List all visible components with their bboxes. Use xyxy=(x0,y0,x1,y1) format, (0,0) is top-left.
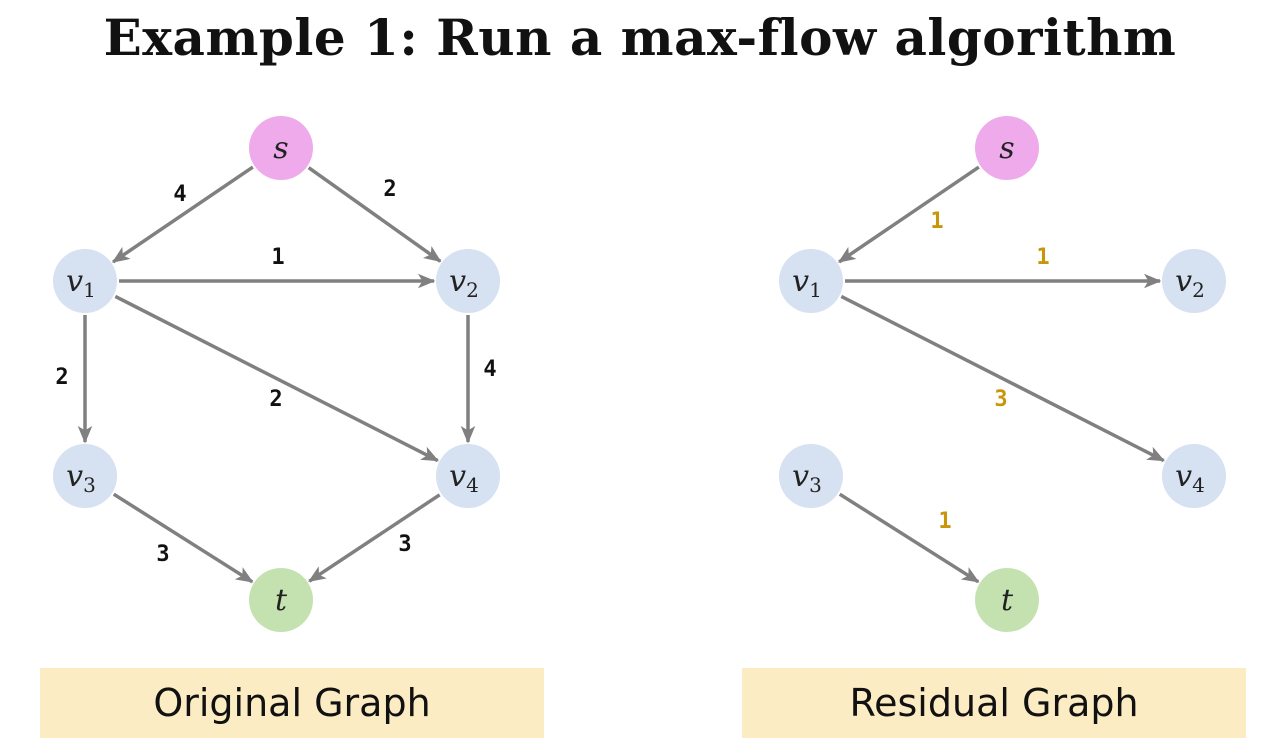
node-v1: v1 xyxy=(779,249,843,313)
svg-text:v2: v2 xyxy=(449,264,479,302)
svg-text:v3: v3 xyxy=(66,459,96,497)
edge-label-v1-v3: 2 xyxy=(55,365,68,390)
edge-label-s-v2: 2 xyxy=(383,177,396,202)
edge-label-v2-v4: 2 xyxy=(269,387,282,412)
edge-v3-t xyxy=(838,492,980,584)
svg-text:s: s xyxy=(999,131,1014,166)
edge-s-v2 xyxy=(307,166,442,263)
edge-label-v1-v4: 3 xyxy=(994,387,1007,412)
svg-text:v1: v1 xyxy=(66,264,96,302)
svg-text:v4: v4 xyxy=(449,459,479,497)
svg-text:v2: v2 xyxy=(1175,264,1205,302)
edge-label-v1-v4: 4 xyxy=(483,357,496,382)
node-v1: v1 xyxy=(53,249,117,313)
node-t: t xyxy=(975,568,1039,632)
svg-text:v4: v4 xyxy=(1175,459,1205,497)
node-v4: v4 xyxy=(436,444,500,508)
svg-text:t: t xyxy=(1001,583,1014,618)
edge-label-s-v1: 1 xyxy=(930,209,943,234)
edge-s-v1 xyxy=(111,165,254,264)
svg-text:s: s xyxy=(273,131,288,166)
edge-s-v1 xyxy=(837,165,980,264)
node-v4: v4 xyxy=(1162,444,1226,508)
edge-label-v1-v2: 1 xyxy=(1036,245,1049,270)
node-s: s xyxy=(249,116,313,180)
edge-v4-t xyxy=(308,493,441,583)
node-v2: v2 xyxy=(1162,249,1226,313)
node-v3: v3 xyxy=(53,444,117,508)
edge-label-v3-t: 3 xyxy=(156,542,169,567)
edge-label-s-v1: 4 xyxy=(173,182,186,207)
edge-v1-v4 xyxy=(840,294,1166,463)
edge-v3-t xyxy=(112,492,254,584)
node-v3: v3 xyxy=(779,444,843,508)
residual-graph: 1 1 3 1 s v1 v2 v3 v4 t xyxy=(779,116,1226,632)
svg-text:v3: v3 xyxy=(792,459,822,497)
edge-label-v3-t: 1 xyxy=(938,509,951,534)
svg-text:v1: v1 xyxy=(792,264,822,302)
residual-graph-caption: Residual Graph xyxy=(742,668,1246,738)
original-graph-caption: Original Graph xyxy=(40,668,544,738)
original-graph: 4 2 1 2 4 2 3 3 s v1 v2 v3 v4 t xyxy=(53,116,500,632)
svg-text:t: t xyxy=(275,583,288,618)
edge-label-v4-t: 3 xyxy=(398,532,411,557)
node-t: t xyxy=(249,568,313,632)
node-v2: v2 xyxy=(436,249,500,313)
edge-v1-v4 xyxy=(114,294,440,463)
edge-label-v1-v2: 1 xyxy=(271,245,284,270)
page-title: Example 1: Run a max-flow algorithm xyxy=(103,8,1177,67)
node-s: s xyxy=(975,116,1039,180)
